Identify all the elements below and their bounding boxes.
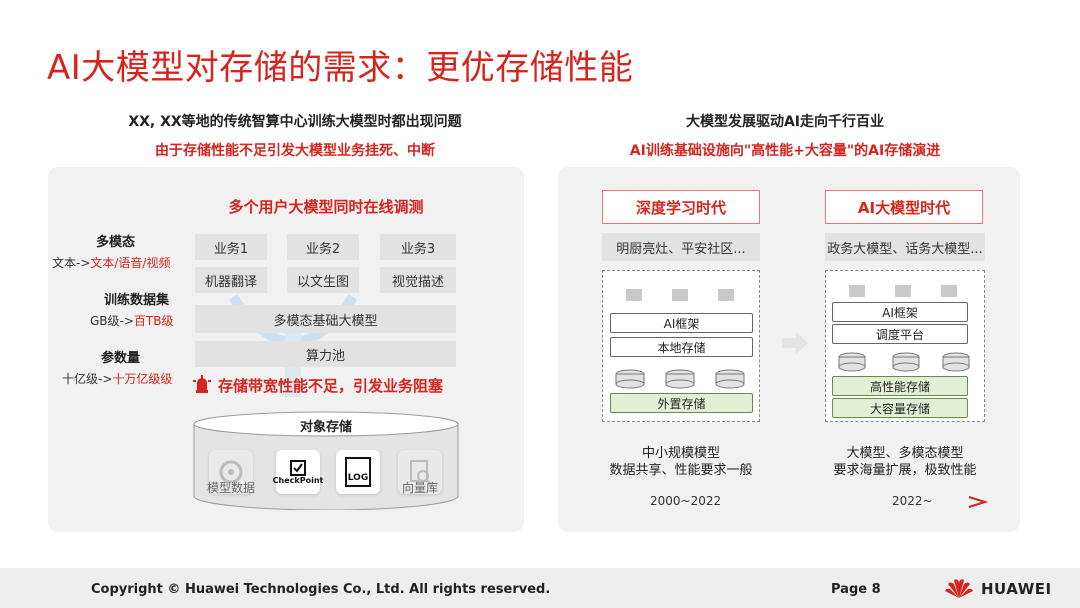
stack-layer: 调度平台 — [832, 324, 968, 344]
label-multimodal-detail: 文本->文本/语音/视频 — [52, 256, 171, 270]
page-number: Page 8 — [831, 582, 881, 597]
stack-layer-storage: 高性能存储 — [832, 376, 968, 396]
alert-text: 存储带宽性能不足，引发业务阻塞 — [218, 377, 444, 395]
right-heading: 大模型发展驱动AI走向千行百业 — [685, 114, 885, 130]
gpu-chips-icon — [626, 289, 734, 301]
left-heading: XX, XX等地的传统智算中心训练大模型时都出现问题 — [128, 114, 462, 130]
storage-item-label: LOG — [347, 473, 369, 483]
checkpoint-icon: CheckPoint — [273, 450, 323, 494]
app-cell-2: 以文生图 — [287, 267, 359, 293]
compute-pool-bar: 算力池 — [195, 341, 456, 367]
storage-item-label: 模型数据 — [206, 481, 255, 495]
foundation-model-bar: 多模态基础大模型 — [195, 305, 456, 333]
stack-layer-storage: 外置存储 — [610, 393, 753, 413]
label-dataset: 训练数据集 — [104, 293, 170, 308]
alarm-icon — [193, 375, 211, 393]
huawei-logo-icon — [945, 579, 973, 598]
vector-db-icon — [398, 450, 442, 494]
storage-item-label: 向量库 — [401, 481, 438, 495]
disk-stack-icon — [615, 369, 745, 389]
timeline-period: 2000~2022 — [642, 494, 730, 508]
storage-item-label: CheckPoint — [272, 475, 324, 485]
object-storage-title: 对象存储 — [299, 420, 352, 435]
arrow-right-icon — [782, 332, 808, 354]
era-title-ai-model: AI大模型时代 — [825, 190, 983, 224]
timeline-period: 2022~ — [884, 494, 941, 508]
service-cell-3: 业务3 — [380, 234, 456, 260]
log-icon: LOG — [336, 450, 380, 494]
era-examples: 政务大模型、话务大模型... — [825, 233, 985, 261]
right-subheading: AI训练基础设施向"高性能+大容量"的AI存储演进 — [629, 143, 941, 159]
page-title: AI大模型对存储的需求：更优存储性能 — [47, 48, 634, 88]
app-cell-1: 机器翻译 — [195, 267, 267, 293]
footer-bar — [0, 568, 1080, 608]
label-params-detail: 十亿级->十万亿级级 — [62, 372, 173, 386]
stack-layer: AI框架 — [832, 302, 968, 322]
stack-layer-storage: 大容量存储 — [832, 398, 968, 418]
service-cell-2: 业务2 — [287, 234, 359, 260]
gpu-chips-icon — [849, 285, 957, 297]
era-title-deep-learning: 深度学习时代 — [602, 190, 760, 224]
left-subheading: 由于存储性能不足引发大模型业务挂死、中断 — [155, 143, 435, 159]
label-multimodal: 多模态 — [96, 235, 136, 250]
model-data-icon — [209, 450, 253, 494]
era-caption: 大模型、多模态模型 要求海量扩展，极致性能 — [833, 446, 977, 478]
disk-stack-icon — [838, 352, 970, 372]
era-caption: 中小规模模型 数据共享、性能要求一般 — [609, 446, 753, 478]
panel-title: 多个用户大模型同时在线调测 — [228, 198, 424, 216]
label-params: 参数量 — [101, 351, 141, 366]
label-dataset-detail: GB级->百TB级 — [90, 314, 174, 328]
era-examples: 明厨亮灶、平安社区... — [602, 233, 760, 261]
huawei-brand: HUAWEI — [981, 580, 1052, 598]
object-storage-cylinder — [193, 411, 459, 510]
stack-layer: 本地存储 — [610, 337, 753, 357]
copyright-text: Copyright © Huawei Technologies Co., Ltd… — [91, 582, 551, 597]
stack-layer: AI框架 — [610, 313, 753, 333]
app-cell-3: 视觉描述 — [380, 267, 456, 293]
service-cell-1: 业务1 — [195, 234, 267, 260]
